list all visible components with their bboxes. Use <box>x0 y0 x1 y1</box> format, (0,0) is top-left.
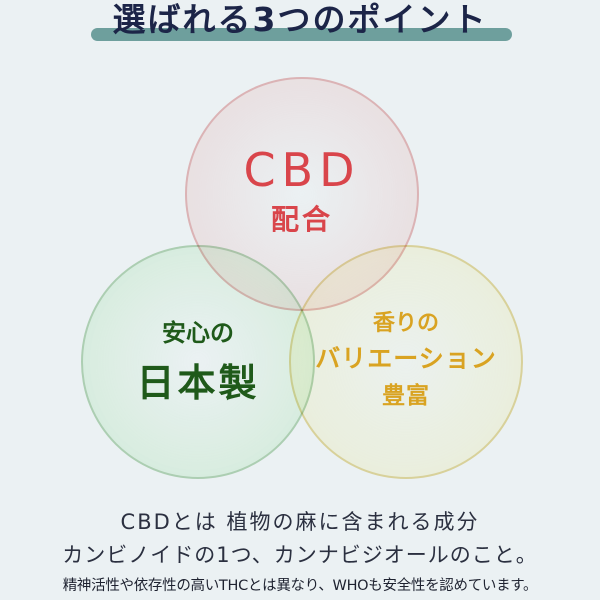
section-header: 選ばれる3つのポイント <box>0 0 600 50</box>
title-underline-bar <box>91 28 512 41</box>
japan-subtitle: 安心の <box>162 319 234 347</box>
description-line-2: カンビノイドの1つ、カンナビジオールのこと。 <box>62 543 538 567</box>
japan-title: 日本製 <box>136 361 260 405</box>
aroma-line-3: 豊富 <box>382 383 430 409</box>
section-title: 選ばれる3つのポイント <box>112 0 488 39</box>
description-line-1: CBDとは 植物の麻に含まれる成分 <box>120 510 480 534</box>
description-line-3: 精神活性や依存性の高いTHCとは異なり、WHOも安全性を認めています。 <box>62 578 538 594</box>
cbd-subtitle: 配合 <box>270 203 333 236</box>
aroma-line-1: 香りの <box>372 311 439 336</box>
cbd-circle <box>185 77 419 311</box>
aroma-line-2: バリエーション <box>315 344 497 373</box>
cbd-title: CBD <box>243 143 361 197</box>
